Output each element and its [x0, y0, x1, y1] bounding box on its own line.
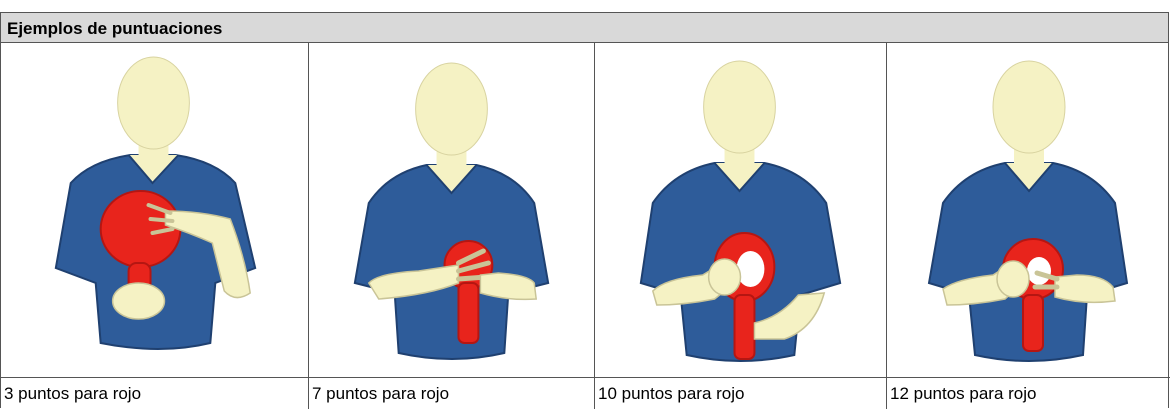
- score-caption: 7 puntos para rojo: [312, 384, 450, 403]
- caption-row: 3 puntos para rojo: [1, 377, 308, 409]
- scores-table: Ejemplos de puntuaciones: [0, 12, 1170, 409]
- score-column-3: 10 puntos para rojo: [595, 43, 887, 409]
- umpire-score-gesture-12-icon: [887, 43, 1170, 377]
- score-column-4: 12 puntos para rojo: [887, 43, 1170, 409]
- caption-row: 7 puntos para rojo: [309, 377, 594, 409]
- score-column-2: 7 puntos para rojo: [309, 43, 595, 409]
- caption-row: 10 puntos para rojo: [595, 377, 886, 409]
- score-column-1: 3 puntos para rojo: [1, 43, 309, 409]
- score-caption: 3 puntos para rojo: [4, 384, 142, 403]
- umpire-score-gesture-7-icon: [309, 43, 594, 377]
- table-header: Ejemplos de puntuaciones: [1, 13, 1168, 43]
- table-title: Ejemplos de puntuaciones: [7, 19, 223, 38]
- umpire-score-gesture-10-icon: [595, 43, 886, 377]
- caption-row: 12 puntos para rojo: [887, 377, 1170, 409]
- score-caption: 10 puntos para rojo: [598, 384, 745, 403]
- umpire-score-gesture-3-icon: [1, 43, 308, 377]
- score-caption: 12 puntos para rojo: [890, 384, 1037, 403]
